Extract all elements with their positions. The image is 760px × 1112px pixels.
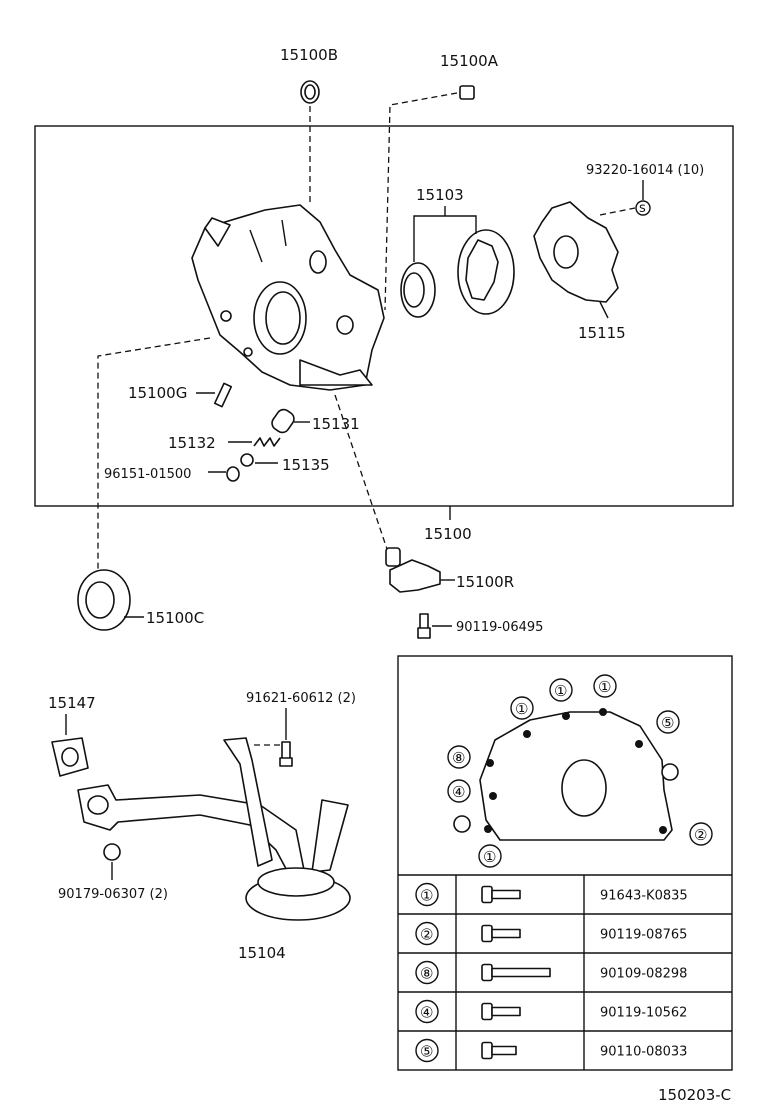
bolt-table: ① 91643-K0835 ② 90119-08765 ⑧ 90109-08298 ④ 901…: [398, 875, 732, 1070]
bolt-sketch-icon: [481, 924, 521, 943]
callout-1d: ①: [478, 844, 502, 868]
housing-outline-detail: [453, 711, 679, 841]
assembly-frame: [34, 125, 734, 507]
callout-8: ⑧: [447, 745, 471, 769]
part-relief-valve-15131[interactable]: [269, 407, 296, 435]
part-spring-15132[interactable]: [253, 437, 281, 447]
part-gasket-96151[interactable]: [226, 466, 240, 482]
label-15115: 15115: [578, 324, 626, 342]
part-plug-15135[interactable]: [240, 453, 254, 467]
callout-1b: ①: [549, 678, 573, 702]
label-93220: 93220-16014 (10): [586, 163, 704, 178]
bolt-part-number: 90119-10562: [600, 1006, 687, 1021]
key-label: ⑧: [420, 965, 433, 983]
label-91621: 91621-60612 (2): [246, 691, 356, 706]
label-15132: 15132: [168, 434, 216, 452]
table-row: ④ 90119-10562: [415, 999, 687, 1024]
label-15100: 15100: [424, 525, 472, 543]
key-label: ④: [420, 1004, 433, 1022]
label-90179: 90179-06307 (2): [58, 887, 168, 902]
part-oil-seal-15100c[interactable]: [77, 569, 131, 631]
label-15100g: 15100G: [128, 384, 187, 402]
table-row: ① 91643-K0835: [415, 882, 688, 907]
label-15104: 15104: [238, 944, 286, 962]
key-circle: [415, 999, 439, 1024]
screw-s-mark: s: [639, 201, 646, 216]
callout-2: ②: [689, 822, 713, 846]
svg-text:②: ②: [694, 826, 707, 844]
svg-text:①: ①: [554, 682, 567, 700]
label-15100a: 15100A: [440, 52, 499, 70]
label-15100c: 15100C: [146, 609, 204, 627]
svg-text:⑧: ⑧: [452, 749, 465, 767]
table-row: ⑤ 90110-08033: [415, 1038, 687, 1063]
part-rotor-outer-15103[interactable]: [457, 229, 515, 315]
part-oil-pump-body[interactable]: [191, 204, 385, 391]
svg-text:④: ④: [452, 783, 465, 801]
bolt-part-number: 90109-08298: [600, 967, 687, 982]
svg-text:⑤: ⑤: [661, 714, 674, 732]
callout-5: ⑤: [656, 710, 680, 734]
part-pin-15100a[interactable]: [459, 85, 475, 100]
svg-text:①: ①: [483, 848, 496, 866]
bolt-location-panel: [397, 655, 733, 1071]
reference-code: 150203-C: [658, 1086, 731, 1104]
bolt-sketch-icon: [481, 885, 521, 904]
key-circle: [415, 1038, 439, 1063]
bolt-hole-markers: [484, 708, 667, 834]
part-cover-plate-15115[interactable]: [533, 201, 619, 303]
bolt-sketch-icon: [481, 1002, 521, 1021]
callout-1a: ①: [510, 696, 534, 720]
label-96151: 96151-01500: [104, 467, 191, 482]
label-15135: 15135: [282, 456, 330, 474]
table-row: ② 90119-08765: [415, 921, 687, 946]
svg-text:①: ①: [515, 700, 528, 718]
part-nut-90179[interactable]: [103, 843, 121, 861]
part-stud-15100g[interactable]: [213, 382, 233, 408]
callout-1c: ①: [593, 674, 617, 698]
part-rotor-inner-15103[interactable]: [400, 262, 436, 318]
bolt-sketch-icon: [481, 1041, 517, 1060]
part-bolt-91621[interactable]: [279, 741, 293, 767]
key-circle: [415, 960, 439, 985]
key-circle: [415, 921, 439, 946]
part-gasket-15147[interactable]: [51, 737, 89, 777]
label-15147: 15147: [48, 694, 96, 712]
key-circle: [415, 882, 439, 907]
table-row: ⑧ 90109-08298: [415, 960, 687, 985]
part-oring-15100b[interactable]: [300, 80, 320, 104]
key-label: ①: [420, 887, 433, 905]
part-oil-strainer-15104[interactable]: [77, 737, 351, 921]
label-90119-06495: 90119-06495: [456, 620, 543, 635]
part-bolt-90119-06495[interactable]: [417, 613, 431, 639]
label-15131: 15131: [312, 415, 360, 433]
key-label: ②: [420, 926, 433, 944]
label-15100r: 15100R: [456, 573, 514, 591]
part-screw-93220[interactable]: [635, 200, 651, 216]
callout-4: ④: [447, 779, 471, 803]
bolt-sketch-icon: [481, 963, 551, 982]
bolt-part-number: 90110-08033: [600, 1045, 687, 1060]
part-sensor-15100r[interactable]: [385, 547, 441, 593]
label-15100b: 15100B: [280, 46, 338, 64]
bolt-part-number: 91643-K0835: [600, 889, 688, 904]
svg-text:①: ①: [598, 678, 611, 696]
label-15103: 15103: [416, 186, 464, 204]
key-label: ⑤: [420, 1043, 433, 1061]
bolt-part-number: 90119-08765: [600, 928, 687, 943]
